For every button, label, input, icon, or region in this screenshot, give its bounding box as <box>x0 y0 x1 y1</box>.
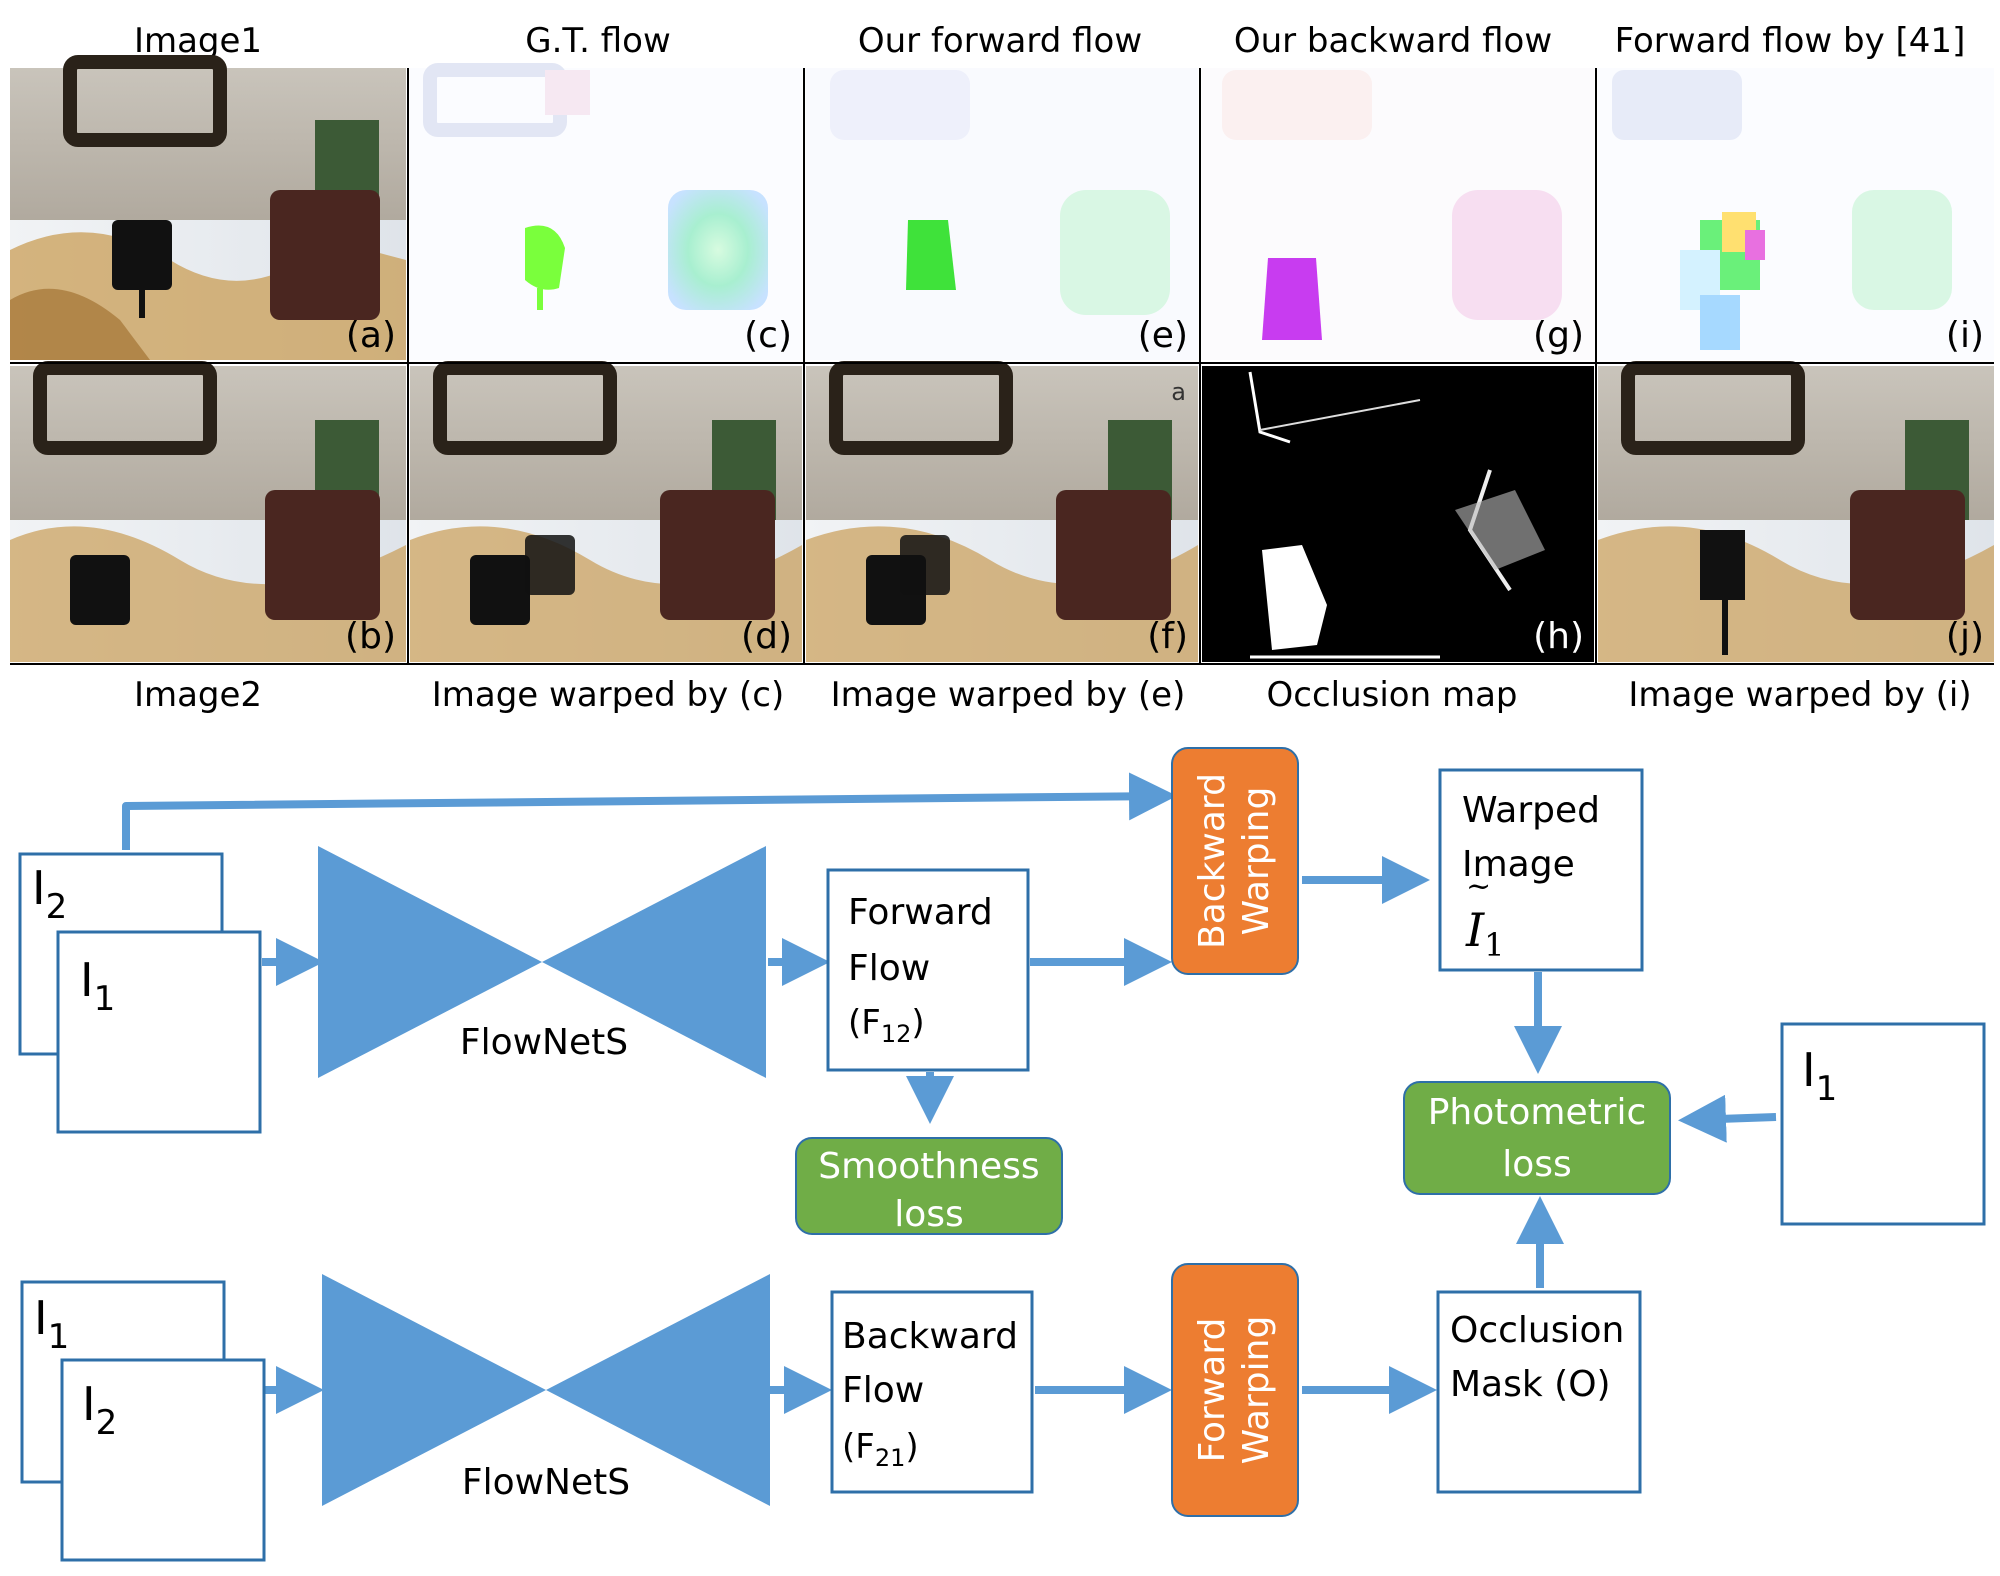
right-frame-i1: I1 <box>1780 1022 1986 1226</box>
flownet-upper-label: FlowNetS <box>460 1022 628 1063</box>
smoothness-loss-block: Smoothness loss <box>795 1137 1063 1235</box>
svg-text:I1: I1 <box>80 953 115 1019</box>
warped-image-sym-main: I <box>1465 903 1485 957</box>
smoothness-line1: Smoothness <box>818 1146 1039 1187</box>
occlusion-mask-box: Occlusion Mask (O) <box>1436 1290 1642 1494</box>
panel-letter-g: (g) <box>1533 315 1584 356</box>
flownet-upper: FlowNetS <box>318 846 766 1078</box>
forward-warping-line2: Warping <box>1236 1316 1277 1465</box>
smoothness-line2: loss <box>894 1194 964 1235</box>
panel-g-backward-flow: (g) <box>1202 68 1594 360</box>
backward-flow-sym-close: ) <box>905 1427 918 1467</box>
occlusion-line2: Mask (O) <box>1450 1364 1611 1405</box>
warped-image-line1: Warped <box>1462 790 1600 831</box>
right-frame-main: I <box>1802 1043 1816 1097</box>
panel-a-image1: (a) <box>10 55 406 360</box>
top-captions: Image1 G.T. flow Our forward flow Our ba… <box>134 21 1965 61</box>
panel-letter-b: (b) <box>345 616 396 657</box>
backward-flow-line2: Flow <box>842 1370 924 1411</box>
bottom-captions: Image2 Image warped by (c) Image warped … <box>134 675 1972 715</box>
panel-e-forward-flow: (e) <box>806 68 1198 360</box>
panel-d-warped-c: (d) <box>410 361 802 662</box>
panel-b-image2: (b) <box>10 361 406 662</box>
caption-warped-e: Image warped by (e) <box>831 675 1186 715</box>
arrow-i1-to-photometric <box>1678 1094 1777 1143</box>
photometric-loss-block: Photometric loss <box>1403 1081 1671 1195</box>
frame-i2-main: I <box>32 861 46 915</box>
caption-image2: Image2 <box>134 675 262 715</box>
svg-text:I2: I2 <box>82 1377 117 1443</box>
forward-warping-line1: Forward <box>1192 1318 1233 1463</box>
warped-image-box: Warped Image ~ I1 <box>1438 768 1644 972</box>
flownet-lower-label: FlowNetS <box>462 1462 630 1503</box>
photometric-line2: loss <box>1502 1144 1572 1185</box>
panel-letter-e: (e) <box>1138 315 1188 356</box>
panel-letter-c: (c) <box>744 315 792 356</box>
frame-i2-sub: 2 <box>46 887 68 927</box>
right-frame-sub: 1 <box>1816 1069 1838 1109</box>
forward-flow-line1: Forward <box>848 892 993 933</box>
svg-text:I2: I2 <box>32 861 67 927</box>
backward-flow-box: Backward Flow (F21) <box>830 1290 1034 1494</box>
arrow-i2-to-backward-warping <box>122 772 1177 850</box>
caption-warped-i: Image warped by (i) <box>1628 675 1971 715</box>
frame-lower-front-main: I <box>82 1377 96 1431</box>
caption-warped-c: Image warped by (c) <box>432 675 785 715</box>
frame-lower-back-sub: 1 <box>48 1317 70 1357</box>
frame-i1-main: I <box>80 953 94 1007</box>
warped-image-tilde: ~ <box>1466 869 1491 904</box>
panel-f-corner-mark: a <box>1171 378 1186 406</box>
caption-our-backward-flow: Our backward flow <box>1234 21 1552 61</box>
upper-input-frames: I2 I1 <box>18 852 262 1134</box>
forward-warping-block: Forward Warping <box>1171 1263 1299 1517</box>
panel-letter-i: (i) <box>1946 315 1984 356</box>
svg-text:(F21): (F21) <box>842 1427 919 1472</box>
panel-c-gt-flow: (c) <box>410 63 802 360</box>
backward-flow-sym-sub: 21 <box>875 1444 906 1472</box>
caption-our-forward-flow: Our forward flow <box>858 21 1142 61</box>
panel-h-occlusion-map: (h) <box>1202 366 1594 662</box>
svg-text:I1: I1 <box>1802 1043 1837 1109</box>
backward-warping-line2: Warping <box>1236 787 1277 936</box>
photometric-line1: Photometric <box>1428 1092 1647 1133</box>
frame-lower-front-sub: 2 <box>96 1403 118 1443</box>
occlusion-line1: Occlusion <box>1450 1310 1624 1351</box>
caption-gt-flow: G.T. flow <box>525 21 671 61</box>
panel-f-warped-e: a (f) <box>806 361 1198 662</box>
forward-flow-box: Forward Flow (F12) <box>826 868 1030 1072</box>
caption-occlusion-map: Occlusion map <box>1267 675 1518 715</box>
caption-forward-flow-41: Forward flow by [41] <box>1615 21 1966 61</box>
flownet-lower: FlowNetS <box>322 1274 770 1506</box>
panel-letter-d: (d) <box>741 616 792 657</box>
svg-text:(F12): (F12) <box>848 1003 925 1048</box>
backward-flow-sym-open: (F <box>842 1427 875 1467</box>
forward-flow-sym-close: ) <box>911 1003 924 1043</box>
forward-flow-line2: Flow <box>848 948 930 989</box>
panel-i-flow-41: (i) <box>1598 68 1994 360</box>
panel-letter-f: (f) <box>1147 616 1188 657</box>
caption-image1: Image1 <box>134 21 262 61</box>
panel-letter-a: (a) <box>346 315 396 356</box>
svg-text:I1: I1 <box>34 1291 69 1357</box>
diagram-arrows <box>122 772 1777 1414</box>
frame-lower-back-main: I <box>34 1291 48 1345</box>
svg-text:I1: I1 <box>1465 903 1505 964</box>
forward-flow-sym-open: (F <box>848 1003 881 1043</box>
panel-letter-j: (j) <box>1946 616 1984 657</box>
panel-letter-h: (h) <box>1533 616 1584 657</box>
warped-image-line2: Image <box>1462 844 1575 885</box>
backward-warping-block: Backward Warping <box>1171 747 1299 975</box>
warped-image-sym-sub: 1 <box>1484 926 1504 964</box>
backward-warping-line1: Backward <box>1192 773 1233 949</box>
lower-input-frames: I1 I2 <box>20 1280 266 1562</box>
frame-i2-front <box>60 1358 266 1562</box>
frame-i1-sub: 1 <box>94 979 116 1019</box>
backward-flow-line1: Backward <box>842 1316 1018 1357</box>
panel-grid-lines <box>10 68 1994 665</box>
forward-flow-sym-sub: 12 <box>881 1020 912 1048</box>
panel-j-warped-i: (j) <box>1598 361 1994 662</box>
frame-i1-front <box>56 930 262 1134</box>
